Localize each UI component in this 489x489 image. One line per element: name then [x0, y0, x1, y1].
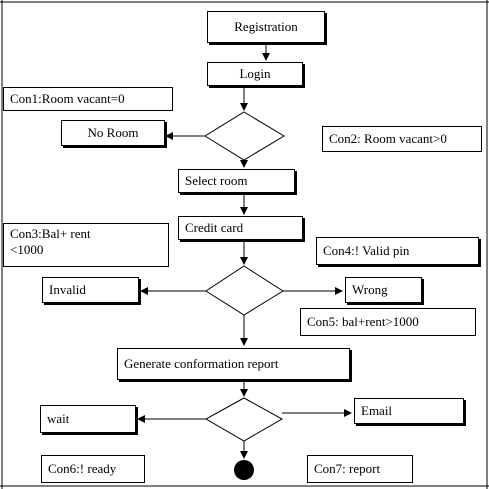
con7-label: Con7: report — [307, 455, 413, 483]
email-box: Email — [354, 398, 464, 424]
select-room-box: Select room — [178, 169, 295, 193]
invalid-box: Invalid — [42, 277, 139, 303]
con4-label: Con4:! Valid pin — [316, 237, 479, 265]
con5-label: Con5: bal+rent>1000 — [300, 308, 476, 336]
decision-diamond-pin — [205, 265, 284, 316]
login-box: Login — [207, 62, 303, 86]
decision-diamond-room — [204, 111, 285, 161]
no-room-box: No Room — [61, 120, 165, 146]
con1-label: Con1:Room vacant=0 — [3, 87, 173, 111]
decision-diamond-report — [204, 397, 284, 442]
con3-line2: <1000 — [10, 242, 44, 257]
generate-report-box: Generate conformation report — [117, 348, 350, 380]
wait-box: wait — [40, 405, 136, 433]
con3-line1: Con3:Bal+ rent — [10, 226, 91, 241]
wrong-box: Wrong — [345, 277, 422, 303]
con6-label: Con6:! ready — [41, 455, 145, 483]
con3-text: Con3:Bal+ rent<1000 — [10, 226, 91, 258]
registration-box: Registration — [207, 11, 325, 43]
con2-label: Con2: Room vacant>0 — [322, 126, 482, 152]
credit-card-box: Credit card — [178, 216, 303, 240]
con3-label: Con3:Bal+ rent<1000 — [3, 223, 169, 267]
end-node — [234, 460, 254, 480]
